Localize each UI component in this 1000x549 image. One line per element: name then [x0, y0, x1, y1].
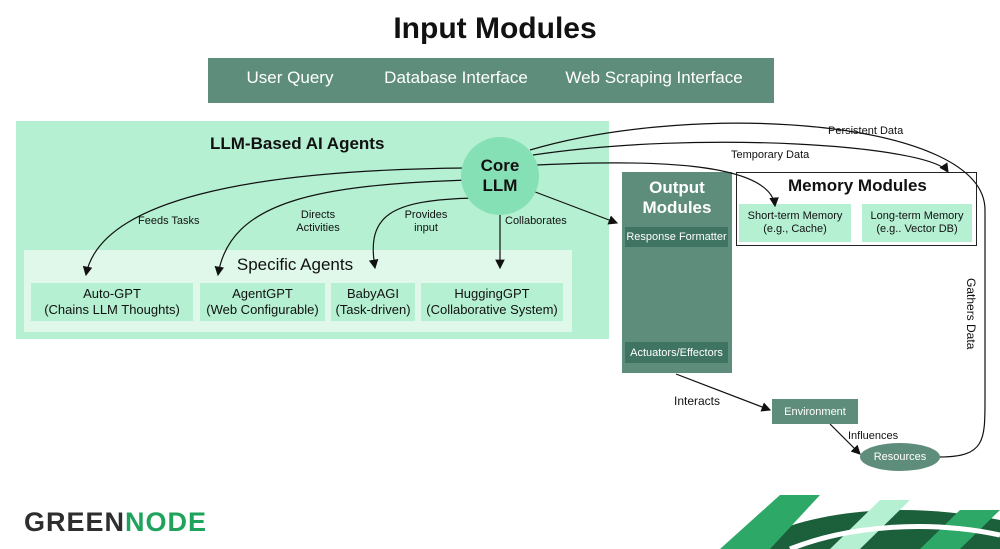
agent-desc: (Chains LLM Thoughts) — [44, 302, 180, 317]
input-user-query: User Query — [246, 68, 334, 87]
label-provides-line2: input — [414, 222, 438, 234]
output-title-line1: Output — [649, 178, 705, 197]
input-web-scraping-interface: Web Scraping Interface — [565, 68, 743, 87]
resources-node: Resources — [860, 443, 940, 471]
agent-desc: (Collaborative System) — [426, 302, 558, 317]
long-term-label: Long-term Memory — [870, 210, 964, 222]
output-modules-title: Output Modules — [622, 178, 732, 218]
short-term-label: Short-term Memory — [747, 210, 843, 222]
label-provides-line1: Provides — [404, 209, 448, 221]
label-provides-input: Provides input — [398, 209, 454, 235]
logo-part1: GREEN — [24, 507, 126, 537]
label-gathers-data: Gathers Data — [964, 278, 978, 350]
arrow-influences — [829, 423, 861, 455]
agent-name: BabyAGI — [346, 286, 400, 301]
agent-agentgpt: AgentGPT(Web Configurable) — [200, 283, 325, 321]
output-modules-bar — [622, 172, 732, 373]
arrow-to-output — [529, 189, 619, 225]
specific-agents-title: Specific Agents — [236, 255, 354, 274]
label-collaborates: Collaborates — [505, 215, 567, 227]
agent-auto-gpt: Auto-GPT(Chains LLM Thoughts) — [31, 283, 193, 321]
agent-hugginggpt: HuggingGPT(Collaborative System) — [421, 283, 563, 321]
arrow-interacts — [675, 373, 772, 412]
agent-babyagi: BabyAGI(Task-driven) — [331, 283, 415, 321]
input-database-interface: Database Interface — [384, 68, 528, 87]
label-directs-line1: Directs — [300, 209, 336, 221]
memory-modules-title: Memory Modules — [788, 176, 927, 195]
arrow-directs-activities — [214, 179, 469, 277]
arrow-feeds-tasks — [82, 167, 467, 277]
label-temporary-data: Temporary Data — [731, 149, 810, 161]
long-term-example: (e.g.. Vector DB) — [876, 223, 958, 235]
label-interacts: Interacts — [674, 394, 721, 408]
page-title: Input Modules — [393, 12, 597, 45]
agent-name: AgentGPT — [232, 286, 293, 301]
line-gathers-data — [529, 122, 986, 458]
decorative-corner-graphic — [720, 495, 1000, 549]
llm-agents-title: LLM-Based AI Agents — [210, 134, 385, 153]
arrow-persistent-data — [532, 141, 949, 173]
input-modules-bar — [208, 58, 774, 103]
label-directs-activities: Directs Activities — [288, 209, 348, 235]
short-term-memory: Short-term Memory(e.g., Cache) — [739, 204, 851, 242]
short-term-example: (e.g., Cache) — [763, 223, 827, 235]
greennode-logo: GREENNODE — [24, 507, 207, 538]
agent-name: HuggingGPT — [454, 286, 530, 301]
label-persistent-data: Persistent Data — [828, 125, 904, 137]
label-feeds-tasks: Feeds Tasks — [138, 215, 200, 227]
actuators-effectors: Actuators/Effectors — [625, 342, 728, 363]
core-line1: Core — [480, 156, 520, 175]
environment-node: Environment — [772, 399, 858, 424]
agent-desc: (Web Configurable) — [206, 302, 319, 317]
label-directs-line2: Activities — [296, 222, 340, 234]
agent-desc: (Task-driven) — [335, 302, 411, 317]
arrow-temporary-data — [536, 162, 779, 208]
arrow-provides-input — [368, 197, 476, 270]
logo-part2: NODE — [125, 507, 208, 537]
long-term-memory: Long-term Memory(e.g.. Vector DB) — [862, 204, 972, 242]
core-line2: LLM — [482, 176, 518, 195]
output-title-line2: Modules — [642, 198, 712, 217]
label-influences: Influences — [848, 430, 899, 442]
response-formatter: Response Formatter — [625, 227, 728, 247]
agent-name: Auto-GPT — [83, 286, 141, 301]
